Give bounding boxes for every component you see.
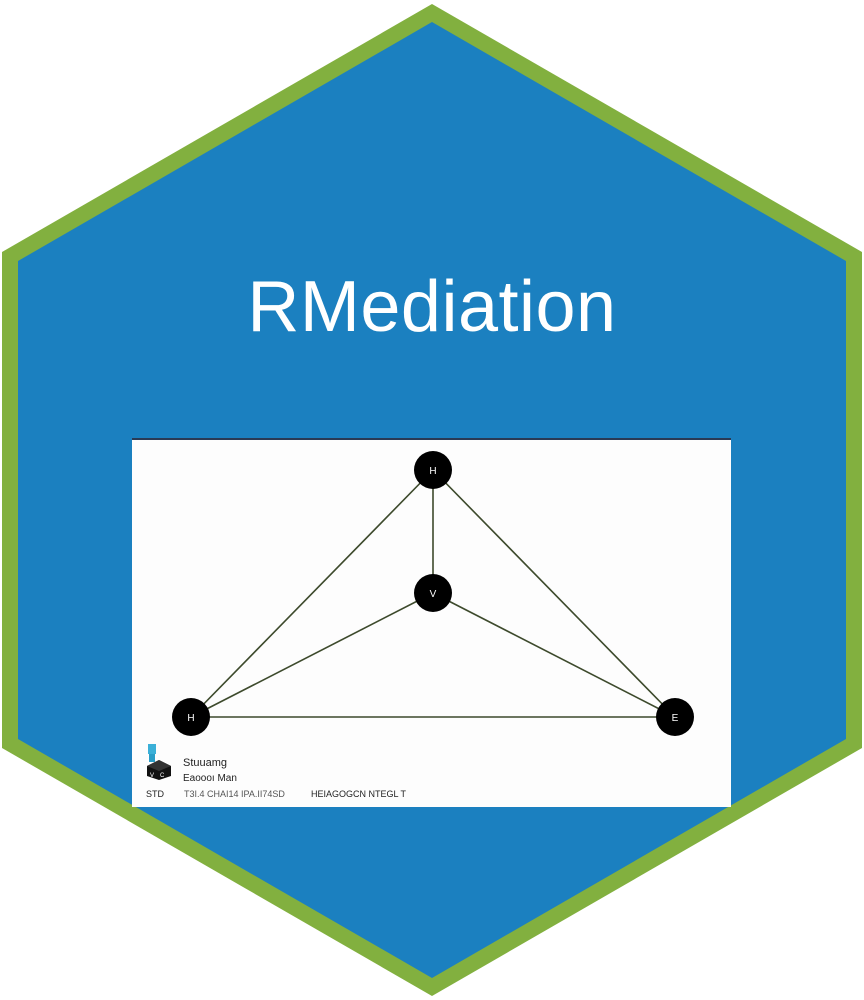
edge-top-left [190, 469, 434, 718]
node-circle [656, 698, 694, 736]
svg-text:C: C [160, 773, 165, 779]
node-label: E [672, 713, 679, 724]
diagram-panel: H V H E V C Stuuamg Eaoooı Man STD T3I.4 CH… [132, 438, 731, 807]
node-circle [414, 451, 452, 489]
node-label: H [429, 466, 436, 477]
footer-line-3-right: HEIAGOGCN NTEGL T [311, 789, 407, 799]
node-label: H [187, 713, 194, 724]
edge-top-right [432, 469, 676, 718]
node-left: H [172, 698, 210, 736]
footer-line-1: Stuuamg [183, 757, 228, 769]
node-label: V [430, 589, 437, 600]
panel-top-border [132, 438, 731, 440]
node-right: E [656, 698, 694, 736]
footer-line-3-left: STD [146, 789, 164, 799]
svg-text:V: V [150, 773, 154, 779]
cube-logo-icon: V C [147, 744, 171, 780]
node-circle [172, 698, 210, 736]
node-top: H [414, 451, 452, 489]
node-middle: V [414, 574, 452, 612]
mediation-diagram: H V H E [172, 451, 694, 736]
node-circle [414, 574, 452, 612]
badge-title: RMediation [247, 267, 617, 347]
footer-line-2: Eaoooı Man [183, 773, 237, 784]
edge-middle-left [190, 592, 434, 718]
edge-middle-right [432, 592, 676, 718]
footer-line-3-middle: T3I.4 CHAI14 IPA.II74SD [184, 789, 285, 799]
